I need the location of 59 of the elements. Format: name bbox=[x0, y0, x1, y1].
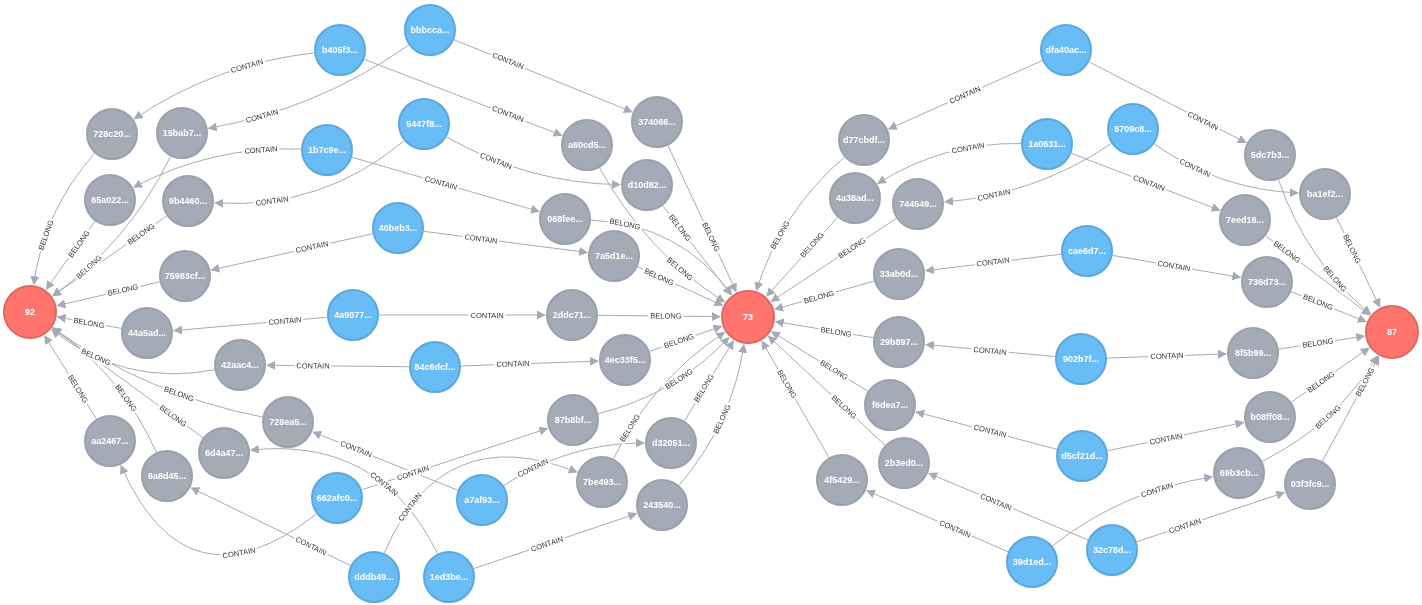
item-circle: 4a38ad... bbox=[829, 172, 881, 224]
sample-circle: bbbcca... bbox=[404, 4, 456, 56]
item-circle: 33ab0d... bbox=[873, 248, 925, 300]
item-circle: 15bab7... bbox=[156, 107, 208, 159]
sample-circle: 32c78d... bbox=[1086, 524, 1138, 576]
item-circle: 2ddc71... bbox=[546, 289, 598, 341]
item-circle: d77cbdf... bbox=[838, 114, 890, 166]
item-circle: 42aac4... bbox=[214, 339, 266, 391]
sample-circle: 1a0631... bbox=[1021, 118, 1073, 170]
group-circle: 87 bbox=[1365, 305, 1419, 359]
sample-circle: dddb49... bbox=[348, 551, 400, 603]
sample-circle: d5cf21d... bbox=[1056, 430, 1108, 482]
sample-circle: a7af93... bbox=[456, 474, 508, 526]
item-circle: d10d82... bbox=[621, 159, 673, 211]
sample-circle: 84c6dcf... bbox=[409, 341, 461, 393]
sample-circle: 662afc0... bbox=[311, 472, 363, 524]
sample-circle: dfa40ac... bbox=[1040, 24, 1092, 76]
item-circle: 2b3ed0... bbox=[878, 437, 930, 489]
sample-circle: 40beb3... bbox=[372, 202, 424, 254]
item-circle: aa2467... bbox=[84, 415, 136, 467]
sample-circle: 1ed3be... bbox=[423, 551, 475, 603]
sample-circle: 902b7f... bbox=[1055, 333, 1107, 385]
item-circle: 728c20... bbox=[86, 108, 138, 160]
sample-circle: 1b7c9e... bbox=[301, 124, 353, 176]
sample-circle: 39d1ed... bbox=[1006, 536, 1058, 588]
item-circle: 65a022... bbox=[84, 174, 136, 226]
sample-circle: b405f3... bbox=[314, 24, 366, 76]
item-circle: b08ff08... bbox=[1244, 391, 1296, 443]
item-circle: 03f3fc9... bbox=[1284, 458, 1336, 510]
group-circle: 92 bbox=[3, 285, 57, 339]
item-circle: 8f5b99... bbox=[1227, 327, 1279, 379]
item-circle: d32051... bbox=[645, 417, 697, 469]
item-circle: a60cd5... bbox=[561, 119, 613, 171]
item-circle: 5dc7b3... bbox=[1244, 129, 1296, 181]
item-circle: 69b3cb... bbox=[1213, 447, 1265, 499]
item-circle: 744549... bbox=[892, 178, 944, 230]
item-circle: 7a5d1e... bbox=[588, 230, 640, 282]
item-circle: 7be493... bbox=[576, 456, 628, 508]
item-circle: 4ec33f5... bbox=[599, 334, 651, 386]
group-circle: 73 bbox=[721, 290, 775, 344]
item-circle: 6d4a47... bbox=[198, 427, 250, 479]
sample-circle: 5447f8... bbox=[398, 98, 450, 150]
sample-circle: 4a9077... bbox=[327, 289, 379, 341]
item-circle: 4f5429... bbox=[816, 454, 868, 506]
item-circle: f6dea7... bbox=[864, 379, 916, 431]
item-circle: 7eed16... bbox=[1219, 194, 1271, 246]
item-circle: 29b897... bbox=[873, 316, 925, 368]
item-circle: 9b4460... bbox=[162, 175, 214, 227]
item-circle: 374066... bbox=[631, 96, 683, 148]
sample-circle: 8709c8... bbox=[1107, 103, 1159, 155]
item-circle: 728ea5... bbox=[262, 396, 314, 448]
item-circle: ba1ef2... bbox=[1299, 168, 1351, 220]
item-circle: 6a8d45... bbox=[141, 450, 193, 502]
item-circle: 75983cf... bbox=[159, 250, 211, 302]
item-circle: 068fee... bbox=[539, 193, 591, 245]
item-circle: 243540... bbox=[636, 479, 688, 531]
sample-circle: cae6d7... bbox=[1061, 225, 1113, 277]
item-circle: 44a5ad... bbox=[121, 307, 173, 359]
item-circle: 87b8bf... bbox=[547, 394, 599, 446]
